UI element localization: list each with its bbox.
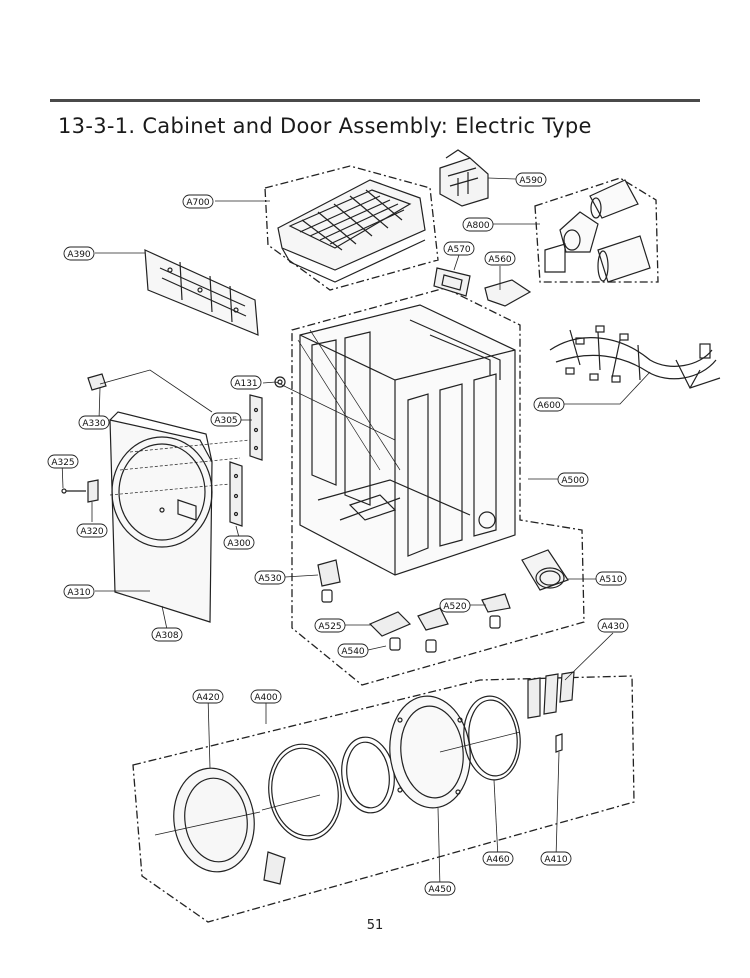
svg-text:A300: A300	[227, 539, 251, 549]
label-A430: A430	[597, 618, 629, 633]
label-A590: A590	[515, 172, 547, 187]
top-cover-grid-part	[277, 179, 426, 283]
svg-text:A305: A305	[214, 416, 237, 426]
label-A400: A400	[250, 689, 282, 704]
label-A320: A320	[76, 523, 108, 538]
label-A520: A520	[439, 598, 471, 613]
label-A510: A510	[595, 571, 627, 586]
label-A540: A540	[337, 643, 369, 658]
svg-text:A700: A700	[186, 198, 210, 208]
label-A300: A300	[223, 535, 255, 550]
svg-text:A590: A590	[519, 176, 543, 186]
part-labels: A590 A700 A800 A570 A560 A390 A600 A131 …	[47, 172, 629, 896]
page-title: 13-3-1. Cabinet and Door Assembly: Elect…	[58, 114, 592, 138]
svg-text:A520: A520	[443, 602, 467, 612]
label-A500: A500	[557, 472, 589, 487]
svg-text:A330: A330	[82, 419, 106, 429]
svg-text:A325: A325	[51, 458, 74, 468]
label-A131: A131	[230, 375, 262, 390]
page-number: 51	[366, 918, 384, 933]
svg-text:A600: A600	[537, 401, 561, 411]
label-A530: A530	[254, 570, 286, 585]
hinge-cover-part	[87, 373, 107, 391]
label-A800: A800	[462, 217, 494, 232]
svg-text:A460: A460	[486, 855, 510, 865]
svg-text:A400: A400	[254, 693, 278, 703]
door-components-parts	[154, 671, 575, 885]
svg-text:A430: A430	[601, 622, 625, 632]
wire-harness-part	[549, 325, 721, 389]
label-A410: A410	[540, 851, 572, 866]
header-rule	[50, 99, 700, 102]
svg-text:A540: A540	[341, 647, 365, 657]
hinge-brackets-part	[229, 394, 263, 527]
door-latch-parts	[61, 479, 99, 503]
label-A390: A390	[63, 246, 95, 261]
front-panel-part	[109, 411, 213, 623]
label-A330: A330	[78, 415, 110, 430]
group-boundaries	[132, 165, 659, 923]
svg-text:A525: A525	[318, 622, 341, 632]
label-A308: A308	[151, 627, 183, 642]
label-A460: A460	[482, 851, 514, 866]
svg-text:A530: A530	[258, 574, 282, 584]
svg-text:A500: A500	[561, 476, 585, 486]
svg-text:A320: A320	[80, 527, 104, 537]
vent-cover-part	[439, 149, 489, 207]
label-A305: A305	[210, 412, 242, 427]
label-A700: A700	[182, 194, 214, 209]
leader-lines	[61, 177, 651, 889]
leveling-feet-parts	[317, 559, 511, 653]
svg-text:A510: A510	[599, 575, 623, 585]
label-A570: A570	[443, 241, 475, 256]
svg-text:A570: A570	[447, 245, 471, 255]
svg-text:A560: A560	[488, 255, 512, 265]
svg-text:A390: A390	[67, 250, 91, 260]
svg-text:A308: A308	[155, 631, 179, 641]
cabinet-body-part	[299, 304, 516, 576]
svg-text:A131: A131	[234, 379, 257, 389]
svg-text:A800: A800	[466, 221, 490, 231]
label-A310: A310	[63, 584, 95, 599]
svg-text:A450: A450	[428, 885, 452, 895]
control-panel-bracket-part	[144, 249, 259, 336]
rear-duct-part	[521, 549, 569, 591]
svg-text:A410: A410	[544, 855, 568, 865]
label-A600: A600	[533, 397, 565, 412]
svg-text:A420: A420	[196, 693, 220, 703]
exhaust-duct-parts	[544, 179, 651, 283]
label-A420: A420	[192, 689, 224, 704]
label-A560: A560	[484, 251, 516, 266]
svg-text:A310: A310	[67, 588, 91, 598]
label-A525: A525	[314, 618, 346, 633]
label-A450: A450	[424, 881, 456, 896]
small-bracket-parts	[433, 267, 532, 307]
label-A325: A325	[47, 454, 79, 469]
